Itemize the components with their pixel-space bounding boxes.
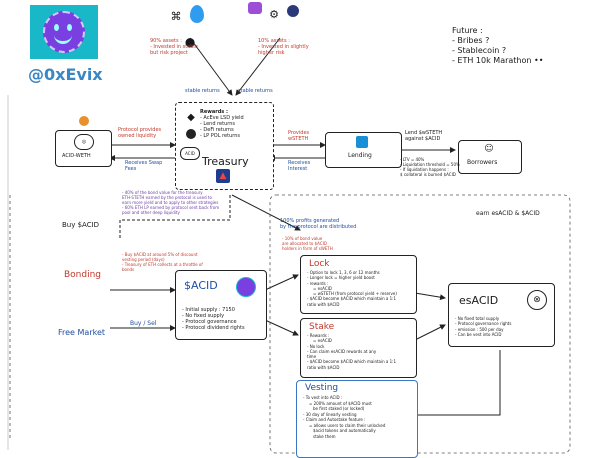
profits-small-note: - 10% of bond value are allocated to $AC… [282,236,333,251]
vesting-details: - To vest into ACID : = 200% amount of $… [303,395,386,439]
cube-icon [248,2,262,14]
buy-acid-label: Buy $ACID [62,221,100,229]
borrowers-box: ☺ Borrowers [458,140,522,174]
acid-title: $ACID [184,279,218,292]
vesting-box: Vesting - To vest into ACID : = 200% amo… [296,380,418,458]
person-icon: ☺ [484,144,494,154]
moon-icon [287,5,299,17]
smiley-icon [43,11,85,53]
lock-title: Lock [309,259,330,269]
receives-interest: Receives Interest [288,160,311,172]
provides-label: Provides wSTETH [288,130,310,142]
esacid-box: esACID ⊗ - No fixed total supply - Proto… [448,283,555,347]
stake-title: Stake [309,322,335,332]
acid-features: - Initial supply : 7150 - No fixed suppl… [182,307,245,331]
assets-right-note: 10% assets : - Invested in slightly high… [258,38,309,56]
stake-box: Stake - Rewards : = esACID - No lock - C… [300,318,417,378]
esacid-title: esACID [459,294,499,307]
handle-label: @0xEvix [28,65,103,84]
lend-note: Lend $wSTETH against $ACID [405,130,443,142]
treasury-rewards: Rewards : - AcEve LSD yield - Lend retur… [200,109,244,139]
earn-label: earn esACID & $ACID [476,210,540,217]
acid-weth-note: Protocol provides owned liquidity [118,127,162,139]
treasury-coin-icon [186,129,196,139]
borrowers-label: Borrowers [467,159,498,166]
free-market-label: Free Market [58,328,106,337]
esacid-logo-icon: ⊗ [527,290,547,310]
esacid-features: - No fixed total supply - Protocol gover… [455,316,512,337]
treasury-bank-icon: ▲ [216,169,230,183]
lending-box: Lending [325,132,402,168]
lock-details: - Option to lock 1, 3, 6 or 12 months - … [307,270,397,307]
assets-left-note: 90% assets : - Invested in stable but ri… [150,38,198,56]
pool-icon: ◎ [74,134,94,150]
acid-logo-icon [236,277,256,297]
acid-box: $ACID - Initial supply : 7150 - No fixed… [175,270,267,340]
treasury-title: Treasury [202,155,249,168]
stake-details: - Rewards : = esACID - No lock - Can cla… [307,333,397,370]
lock-box: Lock - Option to lock 1, 3, 6 or 12 mont… [300,255,417,314]
bonding-notes: - 40% of the bond value for the treasury… [122,190,220,215]
stable-returns-right: stable returns [238,88,273,94]
drop-icon [190,5,204,23]
acid-weth-label: ACID-WETH [62,153,91,159]
stable-returns-left: stable returns [185,88,220,94]
buy-sell-label: Buy / Sel [130,320,157,327]
logo-badge [30,5,98,59]
acid-weth-box: ◎ ACID-WETH [55,130,112,167]
flame-icon [79,116,89,126]
profits-note: 100% profits generated by the protocol a… [280,218,357,230]
bonding-label: Bonding [64,270,102,280]
future-list: Future : - Bribes ? - Stablecoin ? - ETH… [452,26,544,65]
treasury-box: ◆ ACID Rewards : - AcEve LSD yield - Len… [175,102,274,190]
receives-swap-fees: Receives Swap Fees [125,160,163,172]
borrowers-notes: - LTV = 40% - Liquidation threshold = 50… [400,157,460,177]
bond-notes2: - Buy $ACID at around 5% of discount ves… [122,252,203,272]
vesting-title: Vesting [305,383,339,393]
rocket-icon: ⬤ [184,38,196,48]
protocol-icon: ⌘ [170,9,182,23]
eth-icon: ◆ [187,111,195,123]
lending-label: Lending [348,152,372,159]
acid-weth-mini-icon: ACID [180,147,200,160]
gear-icon: ⚙ [269,7,279,21]
lending-icon [356,136,368,148]
